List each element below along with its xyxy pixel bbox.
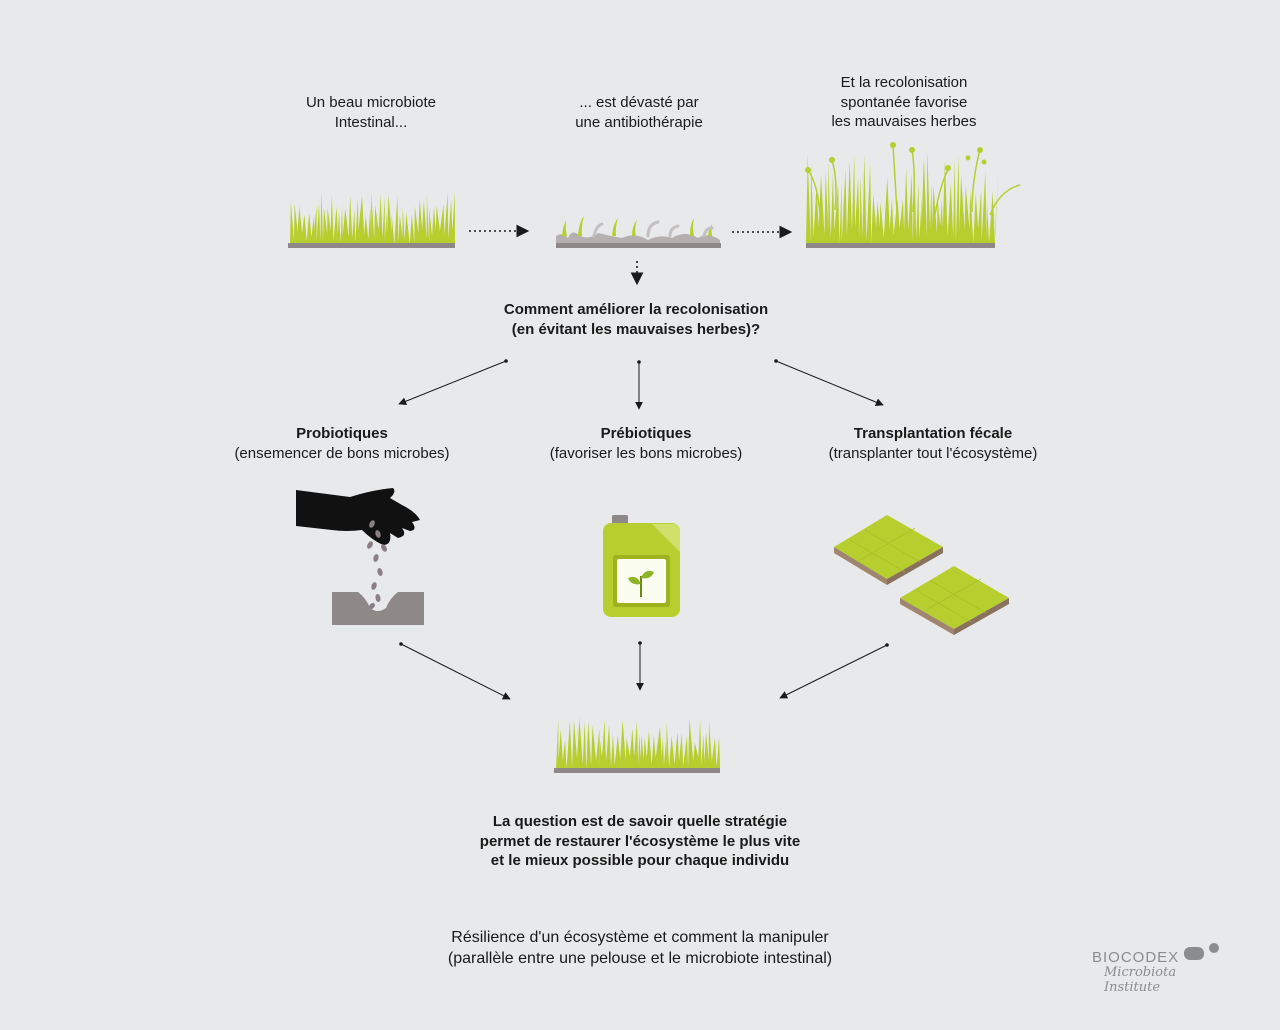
hand-sowing-seeds-icon bbox=[296, 488, 424, 625]
prebiotics-title: Prébiotiques bbox=[600, 425, 692, 442]
stage2-label: ... est dévasté par une antibiothérapie bbox=[539, 93, 739, 132]
brand-subtitle: Microbiota Institute bbox=[1104, 965, 1177, 995]
question-line: (en évitant les mauvaises herbes)? bbox=[511, 320, 761, 338]
brand-mark-icon bbox=[1184, 943, 1219, 960]
stage3-label-line: Et la recolonisation bbox=[840, 74, 968, 91]
devastated-lawn-icon bbox=[556, 216, 721, 248]
biocodex-logo: BIOCODEX Microbiota Institute bbox=[1092, 943, 1232, 995]
question-text: Comment améliorer la recolonisation (en … bbox=[436, 300, 836, 339]
stage1-label: Un beau microbiote Intestinal... bbox=[271, 93, 471, 132]
arrow-question-to-transplant bbox=[775, 360, 884, 406]
probiotics-title: Probiotiques bbox=[296, 425, 388, 442]
stage2-label-line: une antibiothérapie bbox=[575, 113, 703, 131]
turf-tiles-icon bbox=[834, 515, 1009, 635]
probiotics-label: Probiotiques (ensemencer de bons microbe… bbox=[192, 424, 492, 463]
caption-line: Résilience d'un écosystème et comment la… bbox=[451, 929, 829, 946]
healthy-lawn-icon bbox=[288, 192, 455, 248]
stage3-label: Et la recolonisation spontanée favorise … bbox=[794, 73, 1014, 132]
arrow-transplant-to-result bbox=[779, 644, 888, 699]
caption-line: (parallèle entre une pelouse et le micro… bbox=[447, 950, 833, 967]
stage3-label-line: les mauvaises herbes bbox=[831, 113, 977, 130]
probiotics-subtitle: (ensemencer de bons microbes) bbox=[234, 444, 450, 462]
conclusion-text: La question est de savoir quelle stratég… bbox=[400, 812, 880, 871]
conclusion-line: permet de restaurer l'écosystème le plus… bbox=[479, 832, 801, 850]
arrow-question-to-probiotics bbox=[398, 360, 507, 406]
stage2-label-line: ... est dévasté par bbox=[579, 94, 699, 111]
stage1-label-line: Intestinal... bbox=[334, 113, 408, 131]
transplant-label: Transplantation fécale (transplanter tou… bbox=[773, 424, 1093, 463]
question-line: Comment améliorer la recolonisation bbox=[503, 301, 769, 318]
arrow-probiotics-to-result bbox=[400, 643, 511, 700]
conclusion-line: La question est de savoir quelle stratég… bbox=[492, 813, 788, 830]
prebiotics-label: Prébiotiques (favoriser les bons microbe… bbox=[496, 424, 796, 463]
prebiotics-subtitle: (favoriser les bons microbes) bbox=[549, 444, 743, 462]
brand-name: BIOCODEX bbox=[1092, 949, 1180, 966]
transplant-title: Transplantation fécale bbox=[853, 425, 1013, 442]
figure-caption: Résilience d'un écosystème et comment la… bbox=[360, 927, 920, 969]
conclusion-line: et le mieux possible pour chaque individ… bbox=[490, 852, 790, 869]
stage3-label-line: spontanée favorise bbox=[840, 93, 968, 111]
weedy-lawn-icon bbox=[805, 142, 1021, 248]
fertilizer-jerrycan-icon bbox=[603, 515, 680, 617]
restored-lawn-icon bbox=[554, 717, 720, 773]
stage1-label-line: Un beau microbiote bbox=[305, 94, 437, 111]
transplant-subtitle: (transplanter tout l'écosystème) bbox=[828, 444, 1038, 462]
